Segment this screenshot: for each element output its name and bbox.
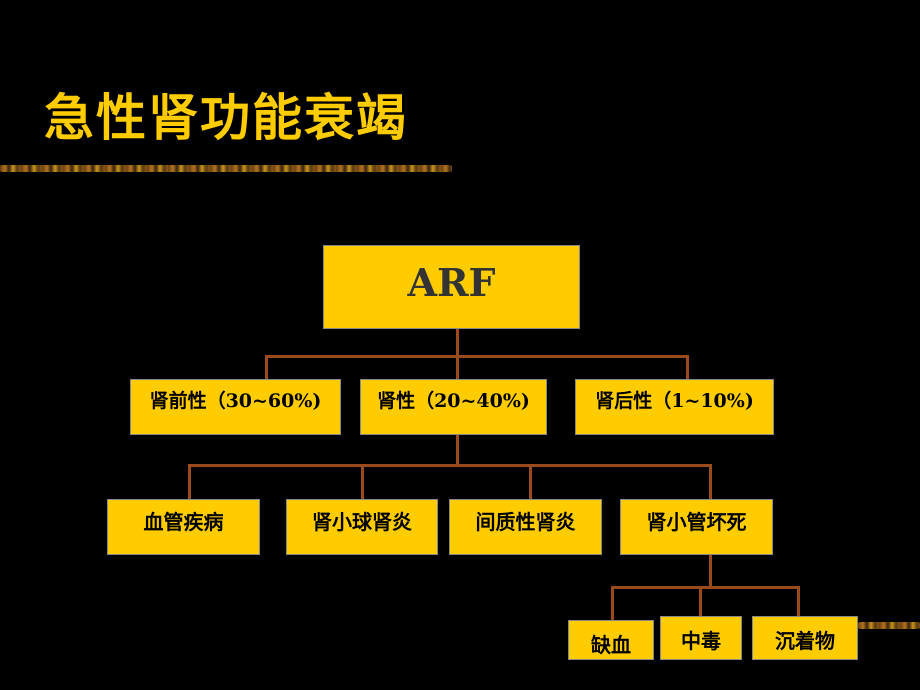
node-ischemia-label: 缺血	[591, 633, 631, 657]
connector-renal-down	[456, 434, 459, 466]
connector-to-postrenal	[686, 355, 689, 380]
node-vascular-disease-label: 血管疾病	[143, 510, 224, 534]
connector-to-vascular	[188, 464, 191, 499]
connector-to-toxic	[699, 586, 702, 617]
node-arf-label: ARF	[407, 260, 496, 305]
connector-tubular-down	[709, 554, 712, 588]
node-renal-label: 肾性（20~40%)	[377, 390, 530, 412]
connector-to-deposit	[797, 586, 800, 617]
node-toxic: 中毒	[660, 616, 742, 660]
node-ischemia: 缺血	[568, 620, 654, 660]
node-postrenal-label: 肾后性（1~10%)	[595, 390, 754, 412]
connector-to-ischemia	[611, 586, 614, 621]
node-glomerulonephritis: 肾小球肾炎	[286, 499, 438, 555]
connector-level1-bar	[265, 355, 689, 358]
node-postrenal: 肾后性（1~10%)	[575, 379, 774, 435]
node-vascular-disease: 血管疾病	[107, 499, 260, 555]
node-prerenal: 肾前性（30~60%)	[130, 379, 341, 435]
connector-to-tubular	[709, 464, 712, 499]
slide-title: 急性肾功能衰竭	[44, 89, 408, 147]
connector-to-prerenal	[265, 355, 268, 380]
node-tubular-necrosis: 肾小管坏死	[620, 499, 773, 555]
node-glomerulonephritis-label: 肾小球肾炎	[312, 510, 412, 534]
node-tubular-necrosis-label: 肾小管坏死	[646, 510, 747, 534]
decorative-band-top	[0, 165, 452, 172]
connector-to-interstitial	[529, 464, 532, 499]
node-prerenal-label: 肾前性（30~60%)	[149, 390, 322, 412]
node-interstitial-nephritis: 间质性肾炎	[449, 499, 602, 555]
node-interstitial-nephritis-label: 间质性肾炎	[475, 510, 576, 534]
connector-to-renal	[456, 355, 459, 380]
node-deposits-label: 沉着物	[775, 629, 835, 653]
connector-root-down	[456, 327, 459, 357]
connector-level2-bar	[188, 464, 712, 467]
node-renal: 肾性（20~40%)	[360, 379, 547, 435]
decorative-band-bottom	[858, 622, 920, 629]
node-deposits: 沉着物	[752, 616, 858, 660]
connector-level3-bar	[611, 586, 800, 589]
node-arf: ARF	[323, 245, 580, 329]
node-toxic-label: 中毒	[681, 629, 721, 653]
connector-to-glomerular	[361, 464, 364, 499]
